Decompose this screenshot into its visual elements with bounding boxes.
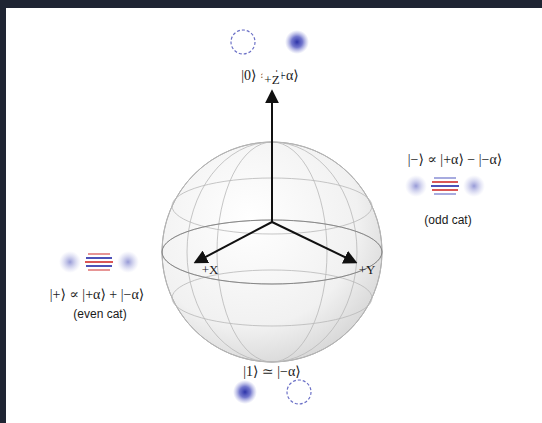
cat-caption: (odd cat): [424, 212, 471, 228]
state-label: |1⟩ ≃ |−α⟩: [243, 364, 301, 380]
cat-caption: (even cat): [73, 306, 126, 322]
state-label: |−⟩ ∝ |+α⟩ − |−α⟩: [408, 152, 503, 168]
axis-label: +X: [202, 262, 219, 278]
state-label: |+⟩ ∝ |+α⟩ + |−α⟩: [50, 287, 145, 303]
axis-label: +Y: [359, 262, 376, 278]
axis-label: +Z: [262, 72, 281, 88]
